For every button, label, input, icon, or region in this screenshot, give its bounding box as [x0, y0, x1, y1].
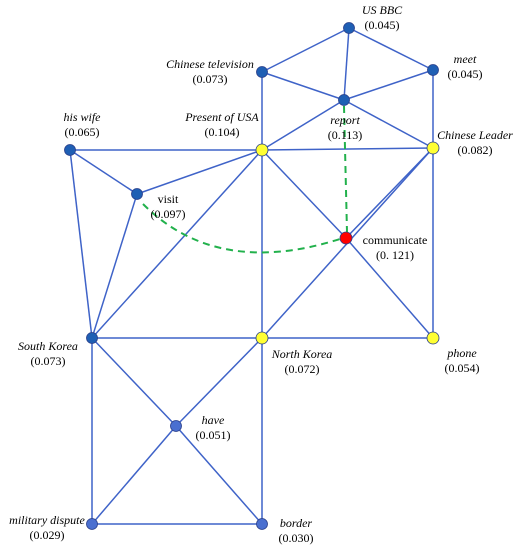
node-his-wife [64, 144, 76, 156]
node-present-usa [255, 143, 269, 157]
label-south-korea: South Korea [18, 339, 78, 353]
label-border: border [280, 516, 313, 530]
edge-north_korea-have [175, 337, 263, 427]
value-south-korea: (0.073) [31, 354, 66, 368]
node-meet [427, 64, 439, 76]
node-us-bbc [343, 22, 355, 34]
value-meet: (0.045) [448, 67, 483, 81]
node-chinese-leader [426, 141, 440, 155]
edge-us_bbc-report [343, 27, 350, 101]
edge-south_korea-have [91, 337, 177, 427]
edge-present_usa-chinese_leader [261, 147, 434, 151]
node-border [256, 518, 268, 530]
value-communicate: (0. 121) [376, 248, 414, 262]
value-chinese-leader: (0.082) [458, 143, 493, 157]
node-military-dispute [86, 518, 98, 530]
edge-his_wife-visit [69, 149, 138, 195]
value-have: (0.051) [196, 428, 231, 442]
node-north-korea [255, 331, 269, 345]
node-report [338, 94, 350, 106]
label-have: have [202, 413, 225, 427]
edge-meet-report [343, 69, 434, 101]
edge-us_bbc-meet [348, 27, 434, 71]
node-chinese-television [256, 66, 268, 78]
highlight-path-report-communicate [343, 105, 348, 233]
value-visit: (0.097) [151, 207, 186, 221]
highlight-paths-layer [142, 105, 348, 254]
label-us-bbc: US BBC [362, 3, 403, 17]
label-military-dispute: military dispute [9, 513, 85, 527]
edge-report-chinese_leader [343, 99, 434, 149]
edge-chinese_television-report [261, 71, 345, 101]
node-phone [426, 331, 440, 345]
edge-have-military_dispute [91, 425, 177, 525]
node-south-korea [86, 332, 98, 344]
label-phone: phone [446, 346, 477, 360]
value-report: (0.113) [328, 128, 363, 142]
node-communicate [339, 231, 353, 245]
label-chinese-television: Chinese television [166, 57, 254, 71]
value-present-usa: (0.104) [205, 125, 240, 139]
label-meet: meet [454, 52, 477, 66]
label-report: report [330, 113, 360, 127]
label-chinese-leader: Chinese Leader [437, 128, 513, 142]
edge-present_usa-communicate [261, 149, 347, 239]
edge-communicate-phone [345, 237, 434, 339]
node-have [170, 420, 182, 432]
label-communicate: communicate [363, 233, 428, 247]
label-visit: visit [158, 192, 179, 206]
label-north-korea: North Korea [271, 347, 333, 361]
value-us-bbc: (0.045) [365, 18, 400, 32]
edges-layer [69, 27, 434, 525]
value-border: (0.030) [279, 531, 314, 545]
highlight-path-visit-communicate [142, 203, 341, 254]
label-present-usa: Present of USA [184, 110, 259, 124]
edge-his_wife-south_korea [69, 149, 93, 339]
edge-visit-south_korea [91, 193, 138, 339]
value-chinese-television: (0.073) [193, 72, 228, 86]
edge-have-border [175, 425, 263, 525]
value-military-dispute: (0.029) [30, 528, 65, 542]
edge-visit-present_usa [136, 149, 263, 195]
value-north-korea: (0.072) [285, 362, 320, 376]
edge-report-present_usa [261, 99, 345, 151]
label-his-wife: his wife [63, 110, 101, 124]
edge-us_bbc-chinese_television [261, 27, 350, 73]
labels-layer: US BBC(0.045)Chinese television(0.073)me… [9, 3, 513, 545]
nodes-layer [64, 22, 440, 530]
value-his-wife: (0.065) [65, 125, 100, 139]
node-visit [131, 188, 143, 200]
edge-present_usa-south_korea [91, 149, 263, 339]
value-phone: (0.054) [445, 361, 480, 375]
